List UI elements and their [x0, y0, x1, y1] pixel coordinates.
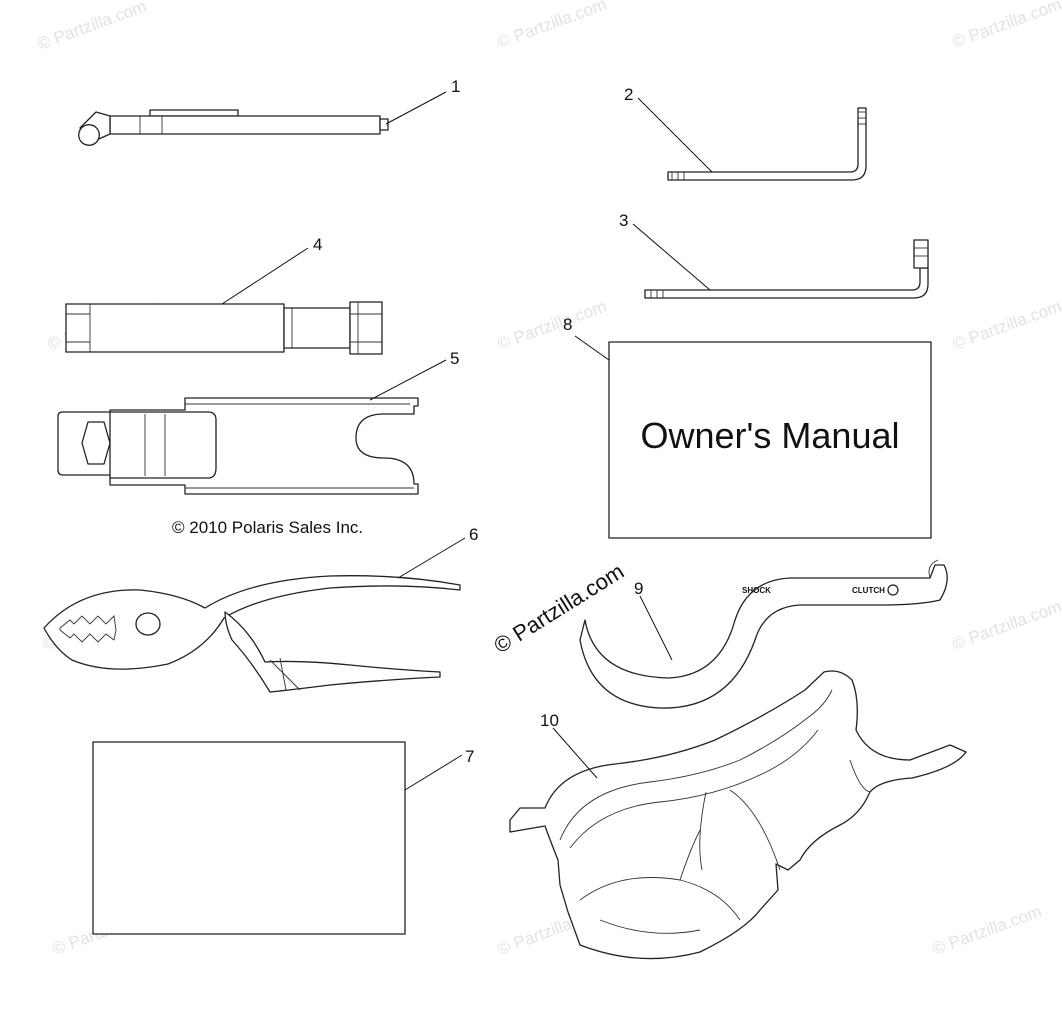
- part-2-hex-key-short: 2: [624, 85, 867, 181]
- callout-9: 9: [634, 579, 643, 598]
- callout-2: 2: [624, 85, 633, 104]
- callout-8: 8: [563, 315, 572, 334]
- callout-3: 3: [619, 211, 628, 230]
- callout-4: 4: [313, 235, 322, 254]
- partzilla-stamp: © Partzilla.com: [489, 558, 628, 658]
- part-6-pliers: 6: [43, 525, 478, 693]
- part-7-decal-card: 7: [92, 741, 474, 935]
- callout-1: 1: [451, 77, 460, 96]
- owners-manual-label: Owner's Manual: [641, 415, 900, 456]
- callout-6: 6: [469, 525, 478, 544]
- watermark-text: © Partzilla.com: [950, 297, 1062, 354]
- callout-5: 5: [450, 349, 459, 368]
- copyright-text: © 2010 Polaris Sales Inc.: [172, 518, 363, 537]
- part-1-socket-handle: 1: [78, 77, 460, 146]
- watermark-text: © Partzilla.com: [495, 297, 609, 354]
- callout-7: 7: [465, 747, 474, 766]
- watermark-text: © Partzilla.com: [495, 0, 609, 52]
- watermark-text: © Partzilla.com: [950, 0, 1062, 52]
- part-3-hex-key-long: 3: [619, 211, 929, 299]
- shock-label: SHOCK: [742, 586, 771, 595]
- clutch-label: CLUTCH: [852, 586, 885, 595]
- watermark-text: © Partzilla.com: [930, 902, 1044, 959]
- part-8-owners-manual: Owner's Manual 8: [563, 315, 932, 539]
- part-5-combination-wrench: 5: [57, 349, 459, 495]
- part-9-spanner-wrench: SHOCK CLUTCH 9 © Partzilla.com: [489, 558, 948, 709]
- watermark-text: © Partzilla.com: [950, 597, 1062, 654]
- watermark-text: © Partzilla.com: [35, 0, 149, 54]
- part-4-spark-plug-socket: 4: [65, 235, 383, 355]
- callout-10: 10: [540, 711, 559, 730]
- part-10-tool-tray: 10: [509, 670, 967, 960]
